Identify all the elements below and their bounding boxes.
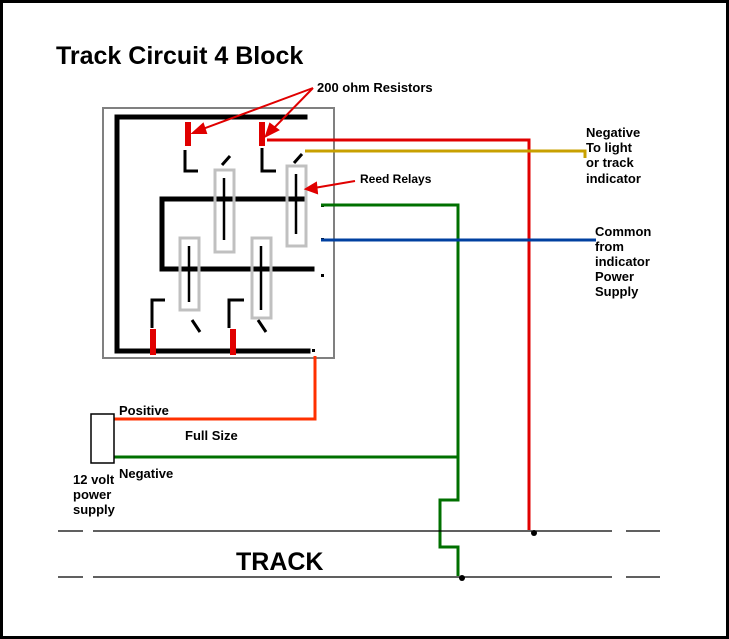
resistor-2 — [259, 122, 265, 146]
power-supply-label: 12 volt power supply — [73, 472, 116, 517]
reed-contacts — [187, 174, 298, 310]
common-label: Common from indicator Power Supply — [595, 224, 651, 299]
svg-text:Common: Common — [595, 224, 651, 239]
svg-text:Supply: Supply — [595, 284, 639, 299]
resistor-3 — [150, 329, 156, 355]
positive-label: Positive — [119, 403, 169, 418]
full-size-label: Full Size — [185, 428, 238, 443]
contact-3 — [150, 298, 165, 328]
svg-text:indicator: indicator — [595, 254, 650, 269]
contact-2-arm — [292, 153, 304, 164]
resistor-1 — [185, 122, 191, 146]
contact-3-arm — [190, 319, 202, 333]
svg-text:Power: Power — [595, 269, 634, 284]
resistor-4 — [230, 329, 236, 355]
svg-text:indicator: indicator — [586, 171, 641, 186]
negative-to-light-label: Negative To light or track indicator — [586, 125, 641, 186]
relay-contacts — [150, 148, 304, 333]
power-supply-box — [90, 413, 115, 464]
svg-text:Negative: Negative — [586, 125, 640, 140]
track-junction-green — [459, 575, 465, 581]
contact-4-arm — [256, 319, 268, 333]
svg-text:12 volt: 12 volt — [73, 472, 115, 487]
resistor-arrows — [190, 87, 314, 138]
svg-text:supply: supply — [73, 502, 116, 517]
block-housing — [102, 107, 335, 359]
reed-relay-4 — [250, 236, 273, 320]
reed-relay-1 — [213, 168, 236, 254]
svg-text:power: power — [73, 487, 111, 502]
wire-yellow — [305, 149, 587, 158]
svg-text:or track: or track — [586, 155, 634, 170]
reed-relays-label: Reed Relays — [360, 172, 432, 186]
reed-relay-2 — [285, 164, 308, 248]
contact-2 — [260, 148, 276, 173]
wire-orange — [113, 356, 317, 421]
negative-label: Negative — [119, 466, 173, 481]
bus-outer — [114, 114, 311, 354]
track-junction-red — [531, 530, 537, 536]
diagram-title: Track Circuit 4 Block — [56, 42, 303, 70]
contact-1-arm — [220, 155, 232, 166]
reed-relay-3 — [178, 236, 201, 312]
track-label: TRACK — [236, 548, 324, 576]
wire-red — [267, 138, 531, 530]
wire-green — [321, 203, 460, 576]
svg-text:To light: To light — [586, 140, 633, 155]
contact-1 — [183, 150, 198, 173]
contact-4 — [227, 298, 244, 328]
reed-relays — [178, 164, 308, 320]
reed-relay-arrow — [303, 180, 356, 195]
resistors-label: 200 ohm Resistors — [317, 80, 433, 95]
track-rails — [58, 530, 660, 578]
wires — [113, 138, 596, 576]
resistors — [150, 122, 265, 355]
svg-text:from: from — [595, 239, 624, 254]
